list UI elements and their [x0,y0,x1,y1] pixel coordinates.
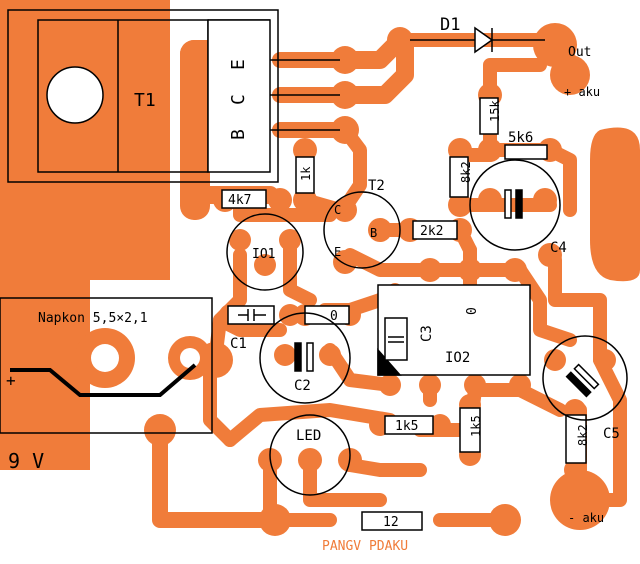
napkon-label: Napkon 5,5×2,1 [38,311,148,326]
text-labels: T1 E C B D1 Out + aku 15k 5k6 8k2 1k 4k7… [6,15,620,554]
d1-diode-symbol [410,26,545,54]
r-1k5-a-body [384,415,434,435]
io1-label: IO1 [252,247,275,262]
r-12-label: 12 [383,515,399,530]
author-label: PANGV PDAKU [322,539,408,554]
ground-plane-left [0,0,170,470]
io2-label: IO2 [445,350,470,366]
r-12-body [361,511,423,531]
r-15k-label: 15k [488,100,502,122]
r-8k2-bot-body [565,414,587,464]
c4-label: C4 [550,240,567,256]
t1-pin-e: E [228,59,249,70]
led-label: LED [296,428,321,444]
napkon-plus: + [6,371,16,390]
t2-pin-b: B [370,226,377,240]
r-1k5-b-label: 1k5 [469,415,483,437]
minus-aku-label: - aku [568,511,604,525]
c5-electrolytic [542,335,628,421]
c5-label: C5 [603,426,620,442]
io1-outline [226,213,304,291]
c4-electrolytic [469,159,561,251]
r-1k5-b-body [459,407,481,453]
c3-body [384,317,408,361]
t2-label: T2 [368,178,385,194]
napkon-box [0,297,213,434]
out-label: Out [568,45,591,60]
r-2k2-body [412,220,458,240]
t1-pin-c: C [228,94,249,105]
r-8k2-bot-label: 8k2 [576,424,590,446]
r-2k2-label: 2k2 [420,224,443,239]
c3-label: C3 [419,325,435,342]
r-0-top-label: 0 [330,309,338,324]
r-1k-label: 1k [299,166,313,181]
t1-package [7,9,340,183]
t2-pin-c: C [334,203,341,217]
r-1k-body [295,156,315,194]
silkscreen-layer [0,9,628,531]
r-8k2-top-body [449,156,469,198]
t2-outline [323,191,401,269]
napkon-contact-line [10,363,197,397]
r-1k5-a-label: 1k5 [395,419,418,434]
r-8k2-top-label: 8k2 [459,161,473,183]
r-0-ic-label: 0 [465,307,480,315]
r-5k6-body [504,144,548,160]
r-0-top-body [304,305,350,325]
r-5k6-label: 5k6 [508,130,533,146]
t2-pin-e: E [334,245,341,259]
d1-label: D1 [440,15,460,35]
pad-holes [91,344,200,372]
plus-aku-label: + aku [564,85,600,99]
c1-label: C1 [230,336,247,352]
right-edge-pad [590,127,640,282]
r-15k-body [479,97,499,135]
c1-body [227,305,275,325]
led-outline [269,414,351,496]
t1-label: T1 [134,90,156,111]
c2-label: C2 [294,378,311,394]
c2-electrolytic [259,312,351,404]
voltage-label: 9 V [8,449,44,473]
t1-pin-b: B [228,129,249,140]
r-4k7-label: 4k7 [228,193,251,208]
r-4k7-body [221,189,267,209]
